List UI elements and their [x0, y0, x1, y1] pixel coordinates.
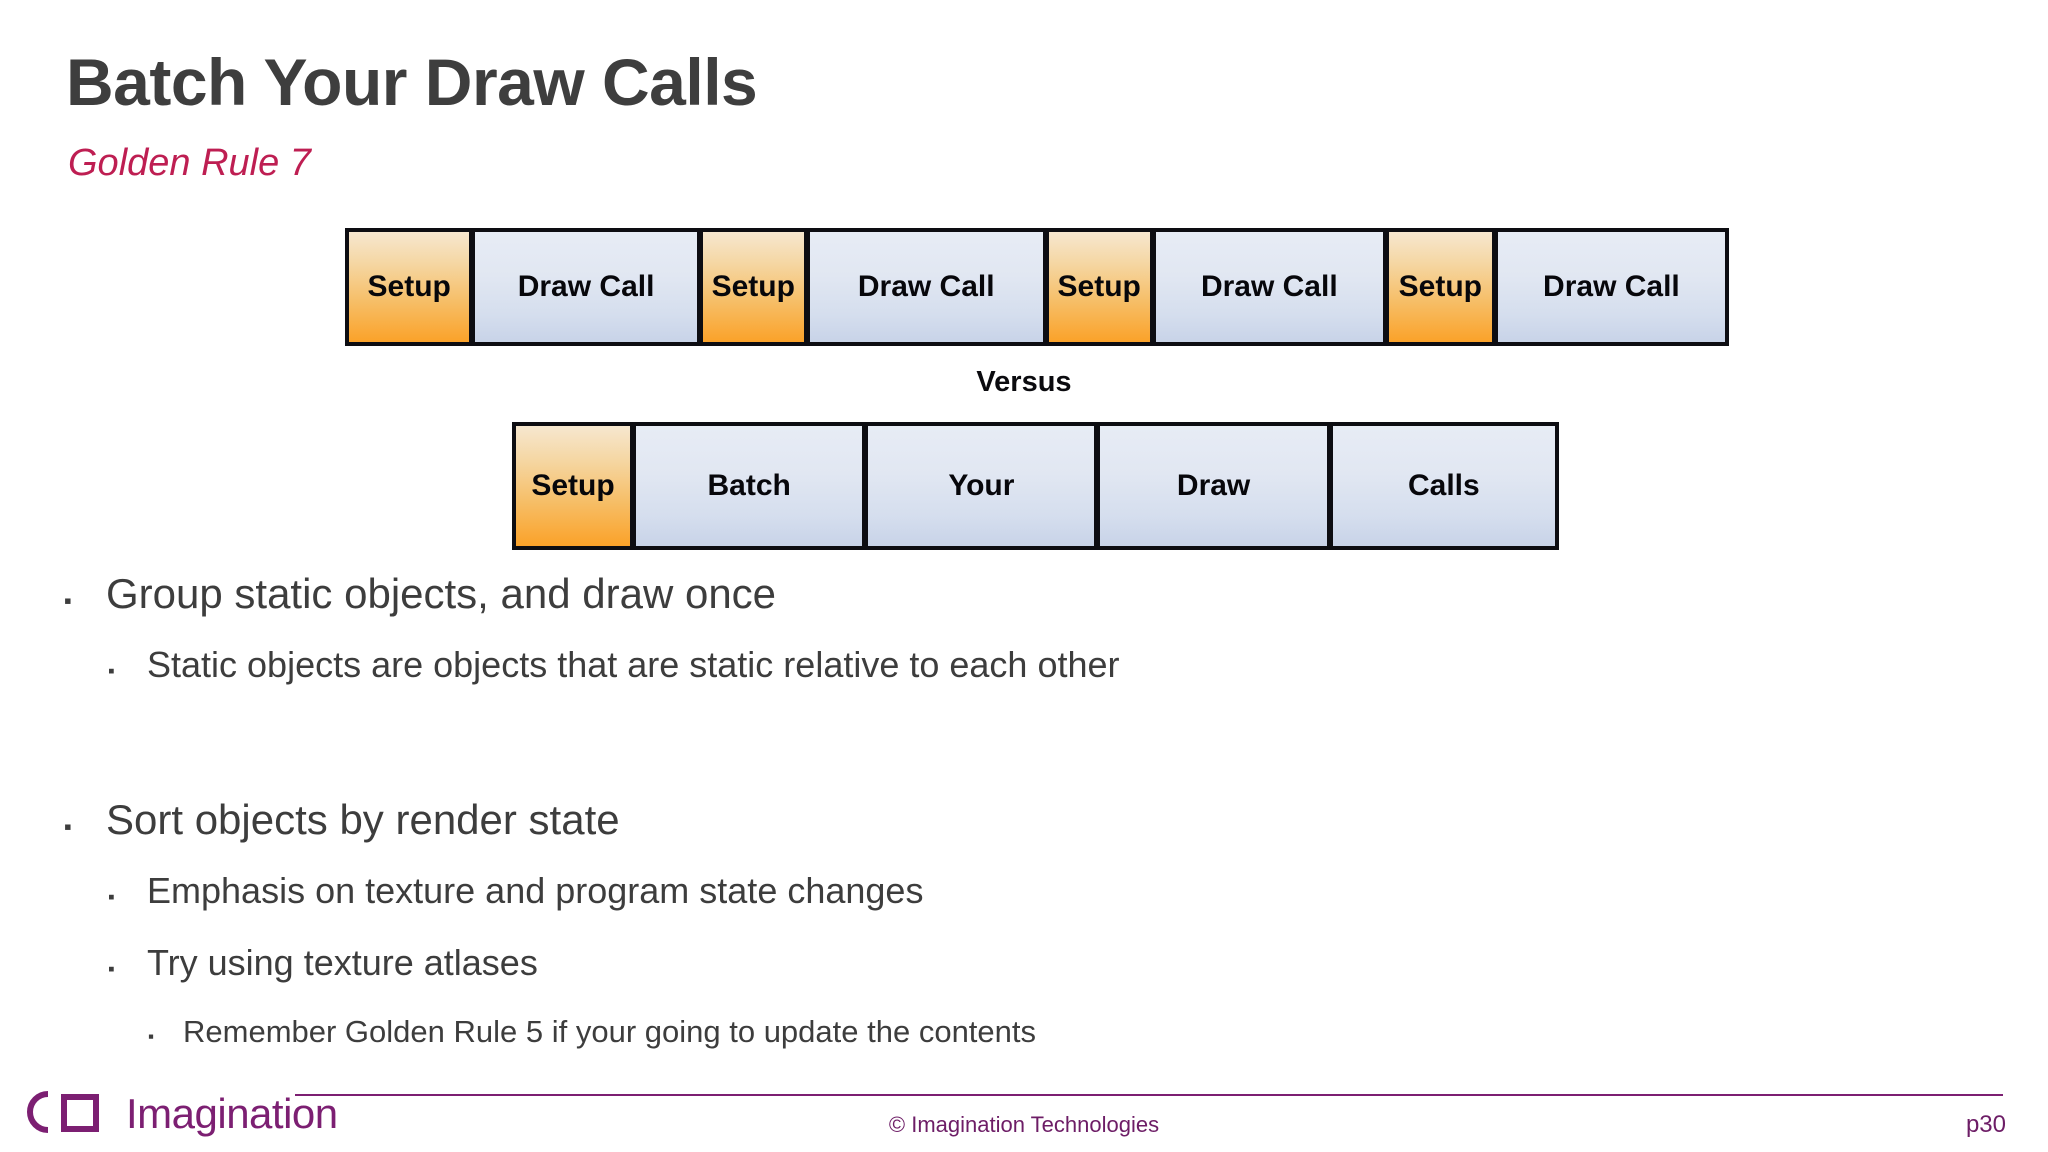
versus-label: Versus — [976, 366, 1072, 398]
diagram-cell-setup: Setup — [516, 426, 631, 546]
diagram-cell-label: Draw Call — [1543, 270, 1680, 303]
diagram-cell-label: Draw Call — [1200, 270, 1338, 303]
diagram-cell-label: Setup — [367, 270, 451, 303]
bullet-item-text: Emphasis on texture and program state ch… — [147, 870, 924, 911]
bullet-marker-icon: ▪ — [64, 588, 72, 613]
diagram-cell-setup: Setup — [1048, 232, 1150, 342]
bullet-item-level-2: ▪ Try using texture atlases — [108, 942, 2048, 1014]
diagram-cell-setup: Setup — [349, 232, 470, 342]
diagram-cell-batch: Batch — [636, 426, 863, 546]
bullet-item-level-2: ▪ Emphasis on texture and program state c… — [108, 870, 2048, 942]
bullet-marker-icon: ▪ — [108, 661, 115, 682]
bullet-item-text: Sort objects by render state — [106, 796, 620, 843]
copyright-text: © Imagination Technologies — [888, 1112, 1160, 1137]
bullet-item-text: Static objects are objects that are stat… — [147, 644, 1120, 685]
page-title: Batch Your Draw Calls — [66, 45, 758, 119]
diagram-cell-calls: Calls — [1332, 426, 1555, 546]
diagram-cell-setup: Setup — [1388, 232, 1492, 342]
diagram-cell-draw-call: Draw Call — [809, 232, 1043, 342]
diagram-cell-label: Calls — [1407, 469, 1480, 502]
bullet-spacer — [0, 716, 2048, 796]
diagram-cell-label: Batch — [707, 469, 791, 502]
diagram-cell-draw: Draw — [1100, 426, 1327, 546]
bullet-marker-icon: ▪ — [108, 887, 115, 908]
bullet-item-text: Group static objects, and draw once — [106, 570, 777, 617]
footer-divider — [295, 1094, 2003, 1096]
bullet-list: ▪ Group static objects, and draw once ▪ Sta… — [0, 570, 2048, 1076]
page-subtitle: Golden Rule 7 — [68, 142, 311, 184]
diagram-cell-label: Setup — [1398, 270, 1483, 303]
diagram-cell-draw-call: Draw Call — [475, 232, 697, 342]
imagination-logo-wordmark: Imagination — [126, 1090, 338, 1137]
diagram-cell-label: Setup — [711, 270, 795, 303]
imagination-logo: Imagination — [18, 1085, 338, 1143]
diagram-cell-draw-call: Draw Call — [1155, 232, 1383, 342]
bullet-item-text: Remember Golden Rule 5 if your going to … — [183, 1014, 1037, 1049]
diagram-cell-draw-call: Draw Call — [1497, 232, 1725, 342]
diagram-cell-label: Draw Call — [517, 270, 655, 303]
bullet-item-level-2: ▪ Static objects are objects that are sta… — [108, 644, 2048, 716]
diagram-cell-label: Draw — [1176, 469, 1251, 502]
diagram-cell-label: Your — [948, 469, 1015, 502]
bullet-item-level-1: ▪ Group static objects, and draw once — [64, 570, 2048, 644]
diagram-cell-label: Draw Call — [857, 270, 995, 303]
bullet-marker-icon: ▪ — [64, 814, 72, 839]
unbatched-draw-call-row: Setup Draw Call Setup Draw Call Setup Draw Ca… — [345, 228, 1729, 346]
bullet-item-level-1: ▪ Sort objects by render state — [64, 796, 2048, 870]
bullet-item-level-3: ▪ Remember Golden Rule 5 if your going to… — [148, 1014, 2048, 1076]
diagram-cell-label: Setup — [1057, 270, 1141, 303]
diagram-cell-your: Your — [868, 426, 1095, 546]
diagram-cell-setup: Setup — [702, 232, 804, 342]
imagination-logo-mark-icon — [18, 1086, 118, 1143]
bullet-marker-icon: ▪ — [148, 1027, 155, 1046]
batched-draw-call-row: Setup Batch Your Draw Calls — [512, 422, 1559, 550]
page-number: p30 — [1965, 1111, 2006, 1138]
bullet-item-text: Try using texture atlases — [147, 942, 538, 983]
diagram-cell-label: Setup — [531, 469, 615, 502]
bullet-marker-icon: ▪ — [108, 959, 115, 980]
